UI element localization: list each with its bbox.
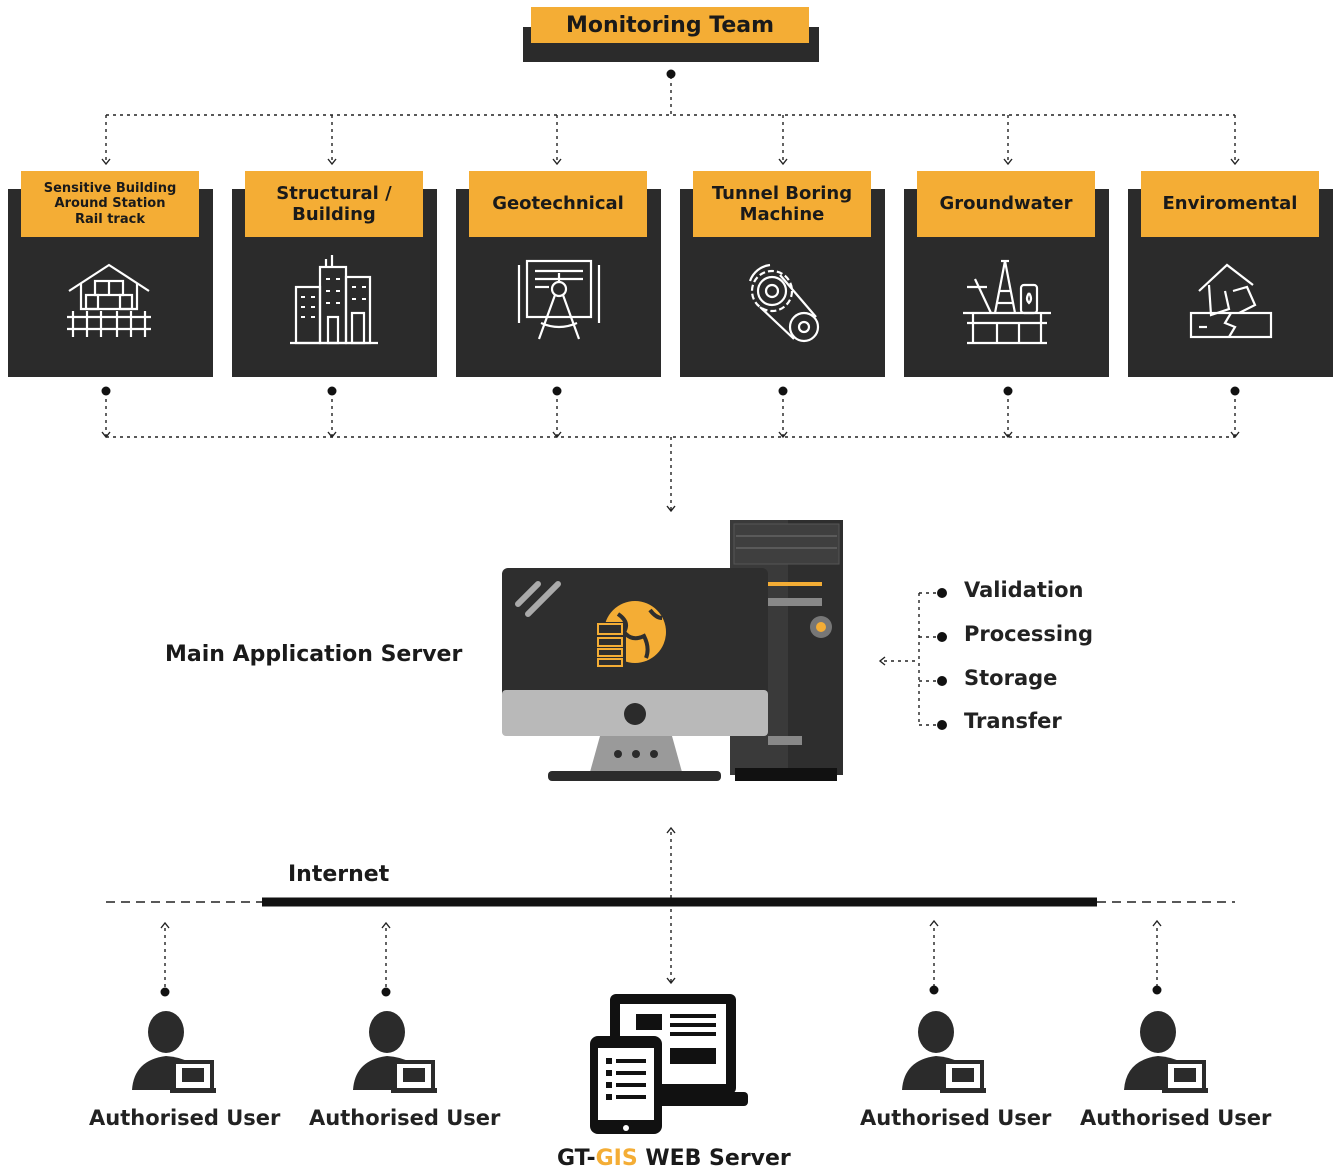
- collapsed-house-icon: [1189, 263, 1273, 339]
- user-computer-icon: [353, 1011, 437, 1093]
- card-label-sensitive-building: Sensitive Building Around Station Rail t…: [21, 171, 199, 237]
- internet-label: Internet: [288, 862, 390, 887]
- user-computer-icon: [132, 1011, 216, 1093]
- web-server-title: GT-GIS WEB Server: [557, 1146, 791, 1171]
- monitoring-team-title: Monitoring Team: [531, 7, 809, 43]
- card-label-groundwater: Groundwater: [917, 171, 1095, 237]
- card-label-environmental: Enviromental: [1141, 171, 1319, 237]
- user-computer-icon: [1124, 1011, 1208, 1093]
- function-storage: Storage: [964, 666, 1058, 690]
- house-on-rail-icon: [67, 263, 151, 337]
- office-buildings-icon: [290, 255, 378, 345]
- web-server-title-suffix: WEB Server: [637, 1146, 791, 1171]
- server-title: Main Application Server: [165, 642, 463, 667]
- laptop-tablet-icon: [590, 994, 748, 1134]
- desktop-tower-globe-icon: [502, 520, 843, 781]
- oil-rig-icon: [963, 259, 1051, 345]
- authorised-user-label-1: Authorised User: [89, 1106, 281, 1130]
- web-server-title-prefix: GT-: [557, 1146, 596, 1171]
- authorised-user-label-3: Authorised User: [860, 1106, 1052, 1130]
- function-transfer: Transfer: [964, 709, 1062, 733]
- authorised-user-label-2: Authorised User: [309, 1106, 501, 1130]
- function-validation: Validation: [964, 578, 1084, 602]
- authorised-user-label-4: Authorised User: [1080, 1106, 1272, 1130]
- drafting-compass-icon: [517, 259, 601, 340]
- card-label-geotechnical: Geotechnical: [469, 171, 647, 237]
- gear-belt-icon: [748, 263, 820, 343]
- card-label-tunnel-boring-machine: Tunnel Boring Machine: [693, 171, 871, 237]
- web-server-title-accent: GIS: [595, 1146, 638, 1171]
- user-computer-icon: [902, 1011, 986, 1093]
- card-label-structural-building: Structural / Building: [245, 171, 423, 237]
- function-processing: Processing: [964, 622, 1094, 646]
